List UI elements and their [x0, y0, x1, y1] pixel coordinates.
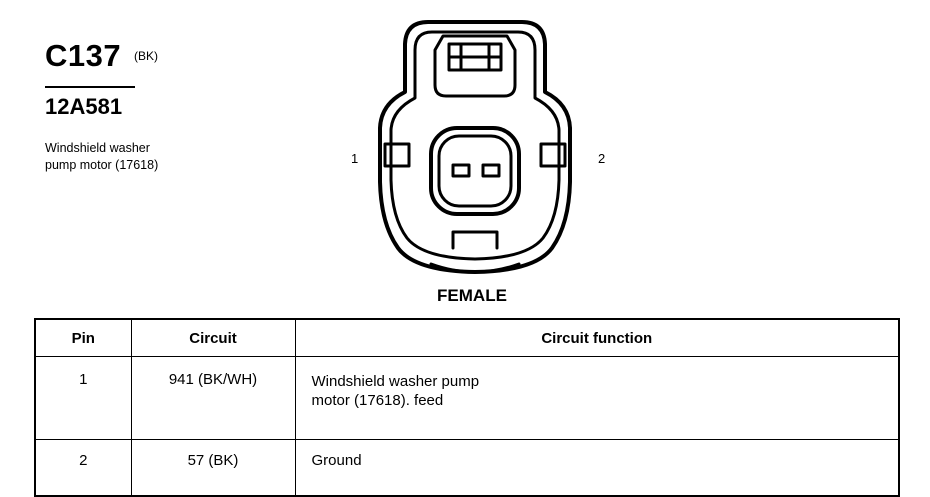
pin-cell: 2 [34, 439, 132, 497]
terminal-cavity-inner [437, 134, 513, 208]
terminal-pin-1 [451, 163, 471, 178]
bottom-tab [451, 230, 499, 250]
column-header-pin: Pin [34, 318, 132, 357]
function-line-1: Windshield washer pump [311, 373, 480, 390]
pin-1-label: 1 [351, 151, 359, 166]
left-key [383, 142, 411, 168]
pin-cell: 1 [34, 356, 132, 440]
terminal-cavity-outer [429, 126, 521, 216]
table-row: 2 57 (BK) Ground [34, 439, 900, 497]
connector-inner-outline [389, 30, 561, 261]
table-header-row: Pin Circuit Circuit function [34, 318, 900, 357]
pin-table: Pin Circuit Circuit function 1 941 (BK/W… [34, 318, 900, 497]
component-description-line-1: Windshield washer [45, 141, 150, 155]
connector-view-label: FEMALE [437, 286, 507, 305]
function-line-2: motor (17618). feed [311, 392, 444, 409]
pin-2-label: 2 [598, 151, 606, 166]
terminal-pin-2 [481, 163, 501, 178]
circuit-cell: 941 (BK/WH) [130, 356, 296, 440]
table-row: 1 941 (BK/WH) Windshield washer pump mot… [34, 356, 900, 440]
connector-face-diagram [378, 20, 572, 274]
circuit-cell: 57 (BK) [130, 439, 296, 497]
function-cell: Ground [294, 439, 900, 497]
latch-outline [433, 34, 517, 98]
column-header-function: Circuit function [294, 318, 900, 357]
connector-id: C137 [45, 38, 122, 73]
column-header-circuit: Circuit [130, 318, 296, 357]
function-cell: Windshield washer pump motor (17618). fe… [294, 356, 900, 440]
component-description-line-2: pump motor (17618) [45, 158, 159, 172]
right-key [539, 142, 567, 168]
part-number: 12A581 [45, 94, 123, 119]
connector-color-code: (BK) [134, 49, 158, 63]
header-divider [45, 86, 135, 88]
